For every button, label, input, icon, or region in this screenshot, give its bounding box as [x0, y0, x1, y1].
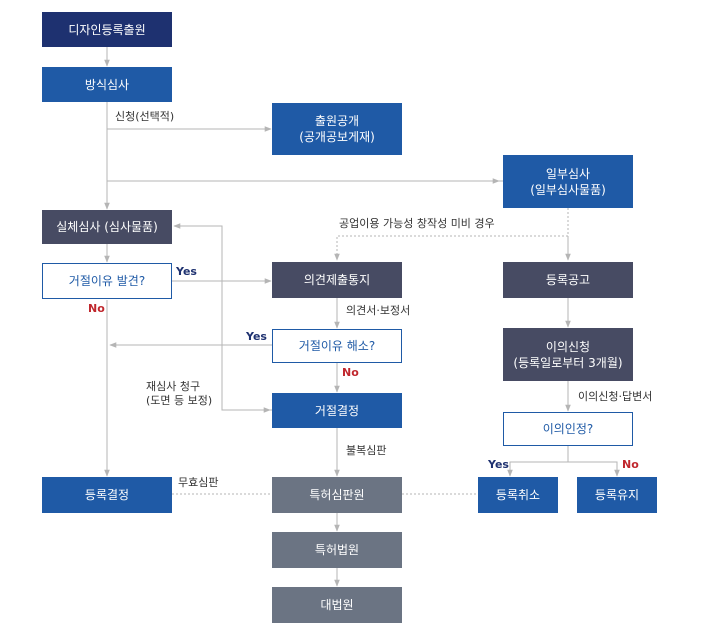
node-patent-court: 특허법원	[272, 532, 402, 568]
branch-yes-opposition: Yes	[488, 458, 509, 471]
node-rejection-decision: 거절결정	[272, 393, 402, 428]
branch-yes-rejection-found: Yes	[176, 265, 197, 278]
node-opinion-notice: 의견제출통지	[272, 262, 402, 298]
decision-rejection-resolved: 거절이유 해소?	[272, 329, 402, 363]
branch-no-rejection-found: No	[88, 302, 105, 315]
branch-no-opposition: No	[622, 458, 639, 471]
node-application: 디자인등록출원	[42, 12, 172, 47]
node-publication: 출원공개 (공개공보게재)	[272, 103, 402, 155]
label-request-optional: 신청(선택적)	[115, 110, 175, 123]
branch-no-rejection-resolved: No	[342, 366, 359, 379]
label-invalidation-trial: 무효심판	[178, 476, 219, 489]
node-formality-exam: 방식심사	[42, 67, 172, 102]
node-substantive-exam: 실체심사 (심사물품)	[42, 210, 172, 244]
label-appeal-trial: 불복심판	[346, 444, 387, 457]
label-opinion-amendment: 의견서·보정서	[346, 304, 411, 317]
node-supreme-court: 대법원	[272, 587, 402, 623]
node-partial-exam: 일부심사 (일부심사물품)	[503, 155, 633, 208]
decision-opposition-accepted: 이의인정?	[503, 412, 633, 446]
node-registration-publication: 등록공고	[503, 262, 633, 298]
node-cancel-registration: 등록취소	[478, 477, 558, 513]
node-ip-trial-board: 특허심판원	[272, 477, 402, 513]
node-maintain-registration: 등록유지	[577, 477, 657, 513]
node-registration-decision: 등록결정	[42, 477, 172, 513]
decision-rejection-found: 거절이유 발견?	[42, 263, 172, 299]
node-opposition: 이의신청 (등록일로부터 3개월)	[503, 328, 633, 381]
label-industrial-creativity: 공업이용 가능성 창작성 미비 경우	[339, 217, 495, 230]
label-reexam-request: 재심사 청구 (도면 등 보정)	[146, 380, 213, 407]
branch-yes-rejection-resolved: Yes	[246, 330, 267, 343]
label-opposition-answer: 이의신청·답변서	[578, 390, 653, 403]
